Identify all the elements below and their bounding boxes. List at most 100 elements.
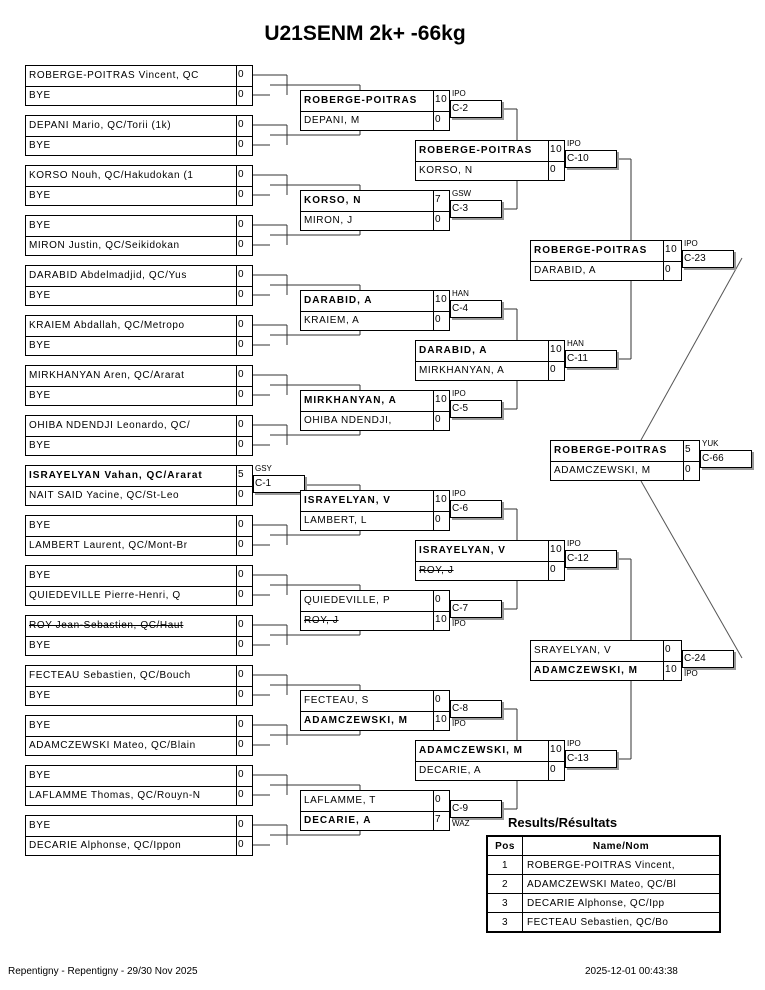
competitor-score: 0 [236, 416, 254, 436]
competitor-score: 10 [548, 141, 566, 161]
match-number: C-5 [450, 400, 502, 418]
match-number: C-9 [450, 800, 502, 818]
competitor-name: BYE [29, 570, 51, 581]
win-technique: IPO [452, 719, 466, 728]
competitor-score: 0 [236, 716, 254, 736]
competitor-score: 0 [236, 536, 254, 556]
win-technique: IPO [452, 619, 466, 628]
competitor-score: 0 [236, 436, 254, 456]
result-name: DECARIE Alphonse, QC/Ipp [522, 893, 721, 913]
competitor-name: MIRON, J [304, 215, 353, 226]
competitor-score: 0 [433, 411, 451, 431]
competitor-name: LAMBERT Laurent, QC/Mont-Br [29, 540, 188, 551]
competitor-score: 0 [236, 486, 254, 506]
competitor-score: 0 [236, 136, 254, 156]
competitor-name: LAFLAMME Thomas, QC/Rouyn-N [29, 790, 201, 801]
competitor-score: 10 [433, 91, 451, 111]
result-pos: 2 [486, 874, 523, 894]
competitor-score: 10 [433, 491, 451, 511]
competitor-name: FECTEAU Sebastien, QC/Bouch [29, 670, 191, 681]
competitor-name: BYE [29, 690, 51, 701]
competitor-score: 0 [236, 686, 254, 706]
competitor-score: 10 [433, 711, 451, 731]
competitor-score: 0 [236, 336, 254, 356]
competitor-name: ISRAYELYAN Vahan, QC/Ararat [29, 470, 203, 481]
match-number: C-3 [450, 200, 502, 218]
competitor-score: 10 [548, 541, 566, 561]
match-number: C-7 [450, 600, 502, 618]
competitor-name: DECARIE Alphonse, QC/Ippon [29, 840, 182, 851]
competitor-score: 0 [236, 86, 254, 106]
results-header: Pos Name/Nom [486, 835, 721, 856]
competitor-score: 0 [236, 66, 254, 86]
result-name: FECTEAU Sebastien, QC/Bo [522, 912, 721, 933]
win-technique: IPO [452, 89, 466, 98]
competitor-score: 0 [236, 636, 254, 656]
win-technique: HAN [452, 289, 469, 298]
competitor-row: KORSO, N 0 [416, 161, 564, 181]
competitor-score: 0 [548, 761, 566, 781]
competitor-row: ISRAYELYAN Vahan, QC/Ararat 5 [26, 466, 252, 487]
match-number: C-8 [450, 700, 502, 718]
win-technique: IPO [567, 739, 581, 748]
competitor-score: 5 [236, 466, 254, 486]
competitor-name: BYE [29, 720, 51, 731]
competitor-name: ROBERGE-POITRAS [534, 245, 648, 256]
results-title: Results/Résultats [508, 815, 618, 830]
competitor-score: 0 [548, 561, 566, 581]
competitor-name: DARABID, A [304, 295, 373, 306]
competitor-score: 0 [548, 161, 566, 181]
competitor-score: 0 [236, 316, 254, 336]
competitor-name: DECARIE, A [304, 815, 372, 826]
competitor-score: 0 [236, 516, 254, 536]
competitor-name: KORSO, N [419, 165, 473, 176]
competitor-row: ISRAYELYAN, V 10 [416, 541, 564, 562]
competitor-score: 0 [433, 211, 451, 231]
competitor-name: ROBERGE-POITRAS Vincent, QC [29, 70, 199, 81]
win-technique: IPO [684, 239, 698, 248]
competitor-score: 10 [433, 611, 451, 631]
footer-timestamp: 2025-12-01 00:43:38 [585, 966, 678, 977]
result-pos: 3 [486, 912, 523, 933]
competitor-score: 0 [433, 591, 451, 611]
match-number: C-11 [565, 350, 617, 368]
competitor-name: ROBERGE-POITRAS [554, 445, 668, 456]
competitor-score: 0 [663, 641, 683, 661]
competitor-name: ISRAYELYAN, V [419, 545, 506, 556]
competitor-score: 0 [433, 791, 451, 811]
competitor-score: 0 [663, 261, 683, 281]
competitor-name: DEPANI, M [304, 115, 360, 126]
competitor-name: BYE [29, 770, 51, 781]
competitor-name: LAFLAMME, T [304, 795, 376, 806]
competitor-score: 0 [236, 786, 254, 806]
match-number: C-13 [565, 750, 617, 768]
competitor-name: ISRAYELYAN, V [304, 495, 391, 506]
competitor-score: 0 [236, 586, 254, 606]
competitor-score: 10 [433, 391, 451, 411]
win-technique: YUK [702, 439, 719, 448]
